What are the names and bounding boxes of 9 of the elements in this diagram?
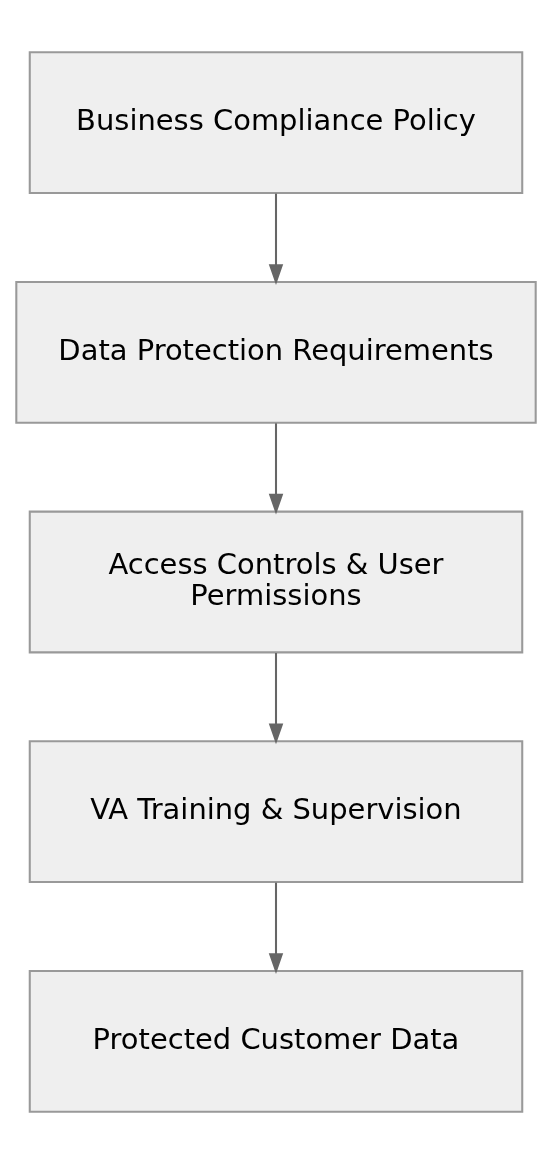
node-box: Data Protection Requirements <box>15 280 537 424</box>
arrow <box>268 423 284 515</box>
arrow <box>268 193 284 285</box>
node-box: Access Controls & User Permissions <box>28 510 524 654</box>
node-box: VA Training & Supervision <box>28 740 524 884</box>
arrow <box>268 882 284 974</box>
node-box: Business Compliance Policy <box>28 51 524 194</box>
arrow <box>268 652 284 745</box>
node-box: Protected Customer Data <box>28 970 524 1113</box>
